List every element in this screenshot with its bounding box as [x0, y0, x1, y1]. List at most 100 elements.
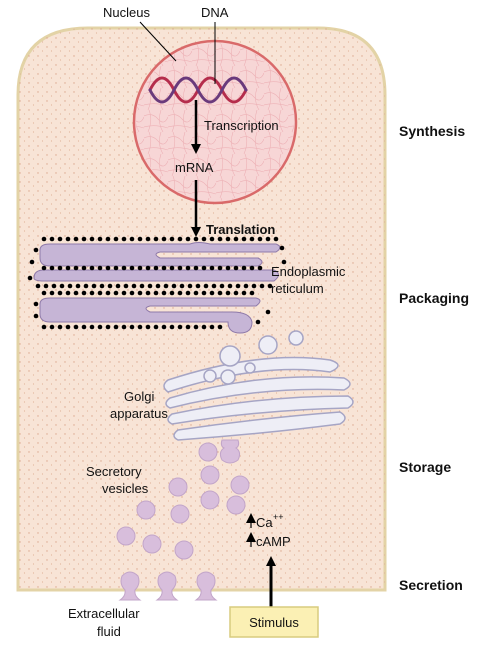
er-label-line2: reticulum	[271, 281, 324, 296]
ribosome-dot	[185, 324, 191, 330]
ribosome-dot	[243, 283, 249, 289]
ribosome-dot	[161, 236, 167, 242]
ribosome-dot	[57, 324, 63, 330]
ribosome-dot	[81, 290, 87, 296]
ribosome-dot	[105, 236, 111, 242]
ribosome-dot	[265, 309, 271, 315]
ribosome-dot	[41, 236, 47, 242]
ribosome-dot	[121, 236, 127, 242]
ribosome-dot	[217, 236, 223, 242]
ribosome-dot	[241, 236, 247, 242]
ribosome-dot	[177, 265, 183, 271]
ribosome-dot	[81, 324, 87, 330]
ribosome-dot	[193, 236, 199, 242]
er-label-line1: Endoplasmic	[271, 264, 346, 279]
extracellular-label-line1: Extracellular	[68, 606, 140, 621]
secretory-vesicle	[174, 540, 194, 560]
ribosome-dot	[227, 283, 233, 289]
vesicles-label-line1: Secretory	[86, 464, 142, 479]
secretory-vesicle	[116, 526, 136, 546]
exocytosis-vesicle	[155, 571, 179, 601]
ca-charge-label: ++	[273, 512, 284, 522]
secretory-vesicle	[136, 500, 156, 520]
ribosome-dot	[75, 283, 81, 289]
golgi-budding-vesicle	[219, 439, 241, 464]
ribosome-dot	[201, 290, 207, 296]
ribosome-dot	[241, 265, 247, 271]
ribosome-dot	[65, 290, 71, 296]
ca-label: Ca	[256, 515, 273, 530]
ribosome-dot	[49, 236, 55, 242]
stimulus-label: Stimulus	[249, 615, 299, 630]
ribosome-dot	[201, 324, 207, 330]
ribosome-dot	[81, 236, 87, 242]
ribosome-dot	[281, 259, 287, 265]
ribosome-dot	[73, 290, 79, 296]
golgi-label-line1: Golgi	[124, 389, 154, 404]
ribosome-dot	[257, 265, 263, 271]
secretory-vesicle	[168, 477, 188, 497]
secretory-vesicle	[200, 465, 220, 485]
ribosome-dot	[163, 283, 169, 289]
exocytosis-vesicle	[118, 571, 142, 601]
stimulus-box	[229, 606, 319, 638]
ribosome-dot	[145, 236, 151, 242]
nucleus	[132, 39, 298, 205]
stage-storage: Storage	[399, 459, 451, 475]
secretory-vesicle	[142, 534, 162, 554]
ribosome-dot	[217, 324, 223, 330]
ribosome-dot	[89, 290, 95, 296]
ribosome-dot	[193, 265, 199, 271]
ribosome-dot	[249, 290, 255, 296]
ribosome-dot	[145, 290, 151, 296]
ribosome-dot	[97, 236, 103, 242]
ribosome-dot	[81, 265, 87, 271]
ribosome-dot	[49, 265, 55, 271]
stage-synthesis: Synthesis	[399, 123, 465, 139]
ribosome-dot	[217, 265, 223, 271]
ribosome-dot	[211, 283, 217, 289]
ribosome-dot	[129, 324, 135, 330]
ribosome-dot	[113, 236, 119, 242]
ribosome-dot	[113, 290, 119, 296]
ribosome-dot	[137, 265, 143, 271]
ribosome-dot	[49, 290, 55, 296]
ribosome-dot	[235, 283, 241, 289]
ribosome-dot	[255, 319, 261, 325]
ribosome-dot	[33, 301, 39, 307]
ribosome-dot	[27, 275, 33, 281]
ribosome-dot	[137, 290, 143, 296]
ribosome-dot	[171, 283, 177, 289]
ribosome-dot	[153, 265, 159, 271]
secretory-vesicle	[170, 504, 190, 524]
ribosome-dot	[41, 265, 47, 271]
exocytosis-vesicles	[118, 571, 218, 601]
ribosome-dot	[57, 265, 63, 271]
secretory-vesicle	[200, 490, 220, 510]
ribosome-dot	[105, 290, 111, 296]
ribosome-dot	[233, 290, 239, 296]
mrna-label: mRNA	[175, 160, 214, 175]
ribosome-dot	[233, 265, 239, 271]
ribosome-dot	[249, 265, 255, 271]
ribosome-dot	[41, 290, 47, 296]
ribosome-dot	[33, 247, 39, 253]
dna-helix	[148, 76, 248, 104]
ribosome-dot	[209, 236, 215, 242]
ribosome-dot	[251, 283, 257, 289]
stage-secretion: Secretion	[399, 577, 463, 593]
ribosome-dot	[41, 324, 47, 330]
ribosome-dot	[161, 324, 167, 330]
ribosome-dot	[139, 283, 145, 289]
ribosome-dot	[43, 283, 49, 289]
ribosome-dot	[241, 290, 247, 296]
ribosome-dot	[209, 265, 215, 271]
secretory-vesicle	[226, 495, 246, 515]
ribosome-dot	[249, 236, 255, 242]
ribosome-dot	[177, 236, 183, 242]
ribosome-dot	[99, 283, 105, 289]
ribosome-dot	[147, 283, 153, 289]
ribosome-dot	[33, 313, 39, 319]
ribosome-dot	[169, 290, 175, 296]
ribosome-dot	[97, 290, 103, 296]
